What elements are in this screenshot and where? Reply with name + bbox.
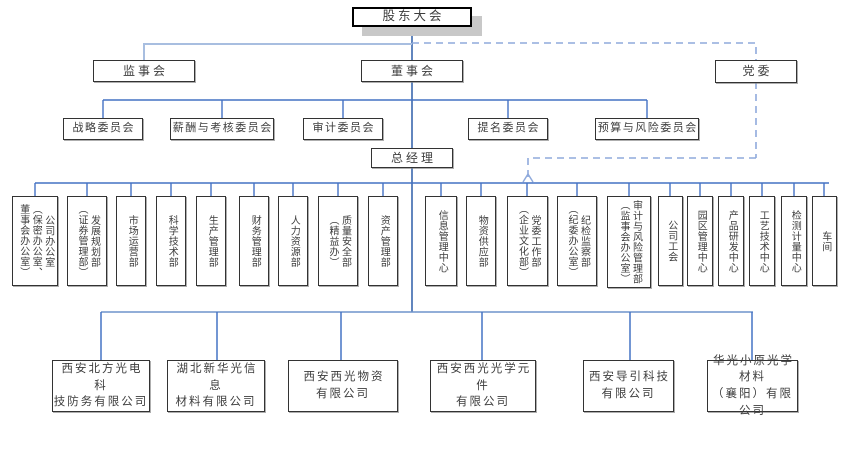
department-box: 审计与风险管理部 （监事会办公室） [607, 196, 651, 288]
department-box: 物资供应部 [466, 196, 496, 286]
shareholders-meeting-box: 股东大会 [352, 7, 472, 27]
department-box: 财务管理部 [239, 196, 269, 286]
department-box: 人力资源部 [278, 196, 308, 286]
general-manager-box: 总经理 [371, 148, 453, 168]
subsidiary-box: 西安北方光电科 技防务有限公司 [52, 360, 150, 412]
department-box: 质量安全部 （精益办） [318, 196, 358, 286]
department-box: 党委工作部 （企业文化部） [507, 196, 548, 286]
department-box: 生产管理部 [196, 196, 226, 286]
department-box: 资产管理部 [368, 196, 398, 286]
department-box: 公司办公室 （保密办公室、 董事会办公室） [12, 196, 58, 286]
party-committee-box: 党委 [715, 60, 797, 83]
department-box: 产品研发中心 [718, 196, 744, 286]
department-box: 纪检监察部 （纪委办公室） [557, 196, 597, 286]
department-box: 检测计量中心 [781, 196, 807, 286]
supervisory-board-box: 监事会 [93, 60, 195, 82]
committee-box: 提名委员会 [468, 118, 548, 140]
department-box: 公司工会 [658, 196, 683, 286]
subsidiary-box: 西安西光光学元件 有限公司 [430, 360, 536, 412]
subsidiary-box: 西安导引科技 有限公司 [583, 360, 674, 412]
department-box: 工艺技术中心 [749, 196, 775, 286]
subsidiary-box: 西安西光物资 有限公司 [288, 360, 398, 412]
subsidiary-box: 华光小原光学材料 （襄阳）有限公司 [707, 355, 798, 417]
committee-box: 薪酬与考核委员会 [170, 118, 274, 140]
subsidiary-box: 湖北新华光信息 材料有限公司 [167, 360, 265, 412]
department-box: 车间 [812, 196, 837, 286]
department-box: 发展规划部 （证券管理部） [67, 196, 107, 286]
committee-box: 预算与风险委员会 [595, 118, 699, 140]
department-box: 园区管理中心 [687, 196, 713, 286]
committee-box: 审计委员会 [303, 118, 383, 140]
committee-box: 战略委员会 [63, 118, 143, 140]
department-box: 信息管理中心 [425, 196, 457, 286]
department-box: 市场运营部 [116, 196, 146, 286]
department-box: 科学技术部 [156, 196, 186, 286]
board-of-directors-box: 董事会 [361, 60, 463, 82]
